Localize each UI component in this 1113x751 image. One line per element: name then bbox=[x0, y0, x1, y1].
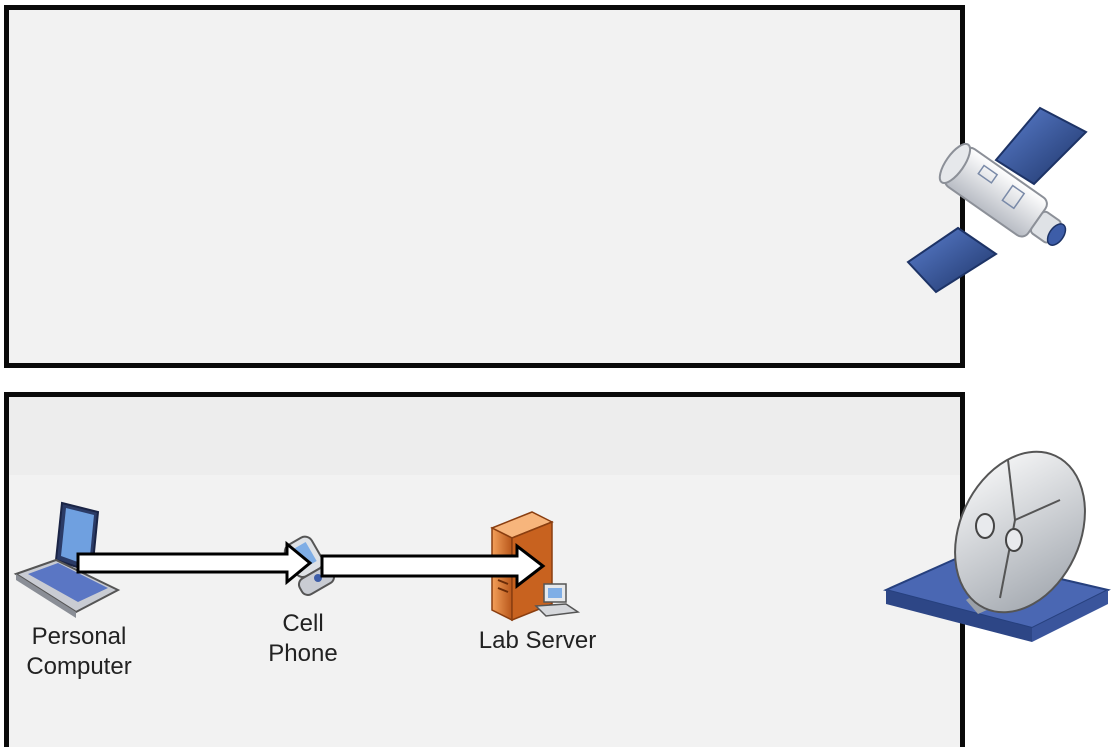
lab-server-label: Lab Server bbox=[478, 627, 597, 654]
cell-phone-label: Cell Phone bbox=[268, 610, 338, 667]
satellite-dish-icon bbox=[882, 450, 1111, 642]
space-segment-panel bbox=[4, 5, 965, 368]
satellite-icon bbox=[906, 106, 1088, 294]
arrow-computer-to-phone bbox=[76, 540, 313, 586]
ground-panel-header-band bbox=[9, 397, 960, 475]
arrow-phone-to-server bbox=[320, 542, 546, 590]
laptop-icon bbox=[13, 501, 121, 618]
personal-computer-label: Personal Computer bbox=[26, 623, 132, 680]
